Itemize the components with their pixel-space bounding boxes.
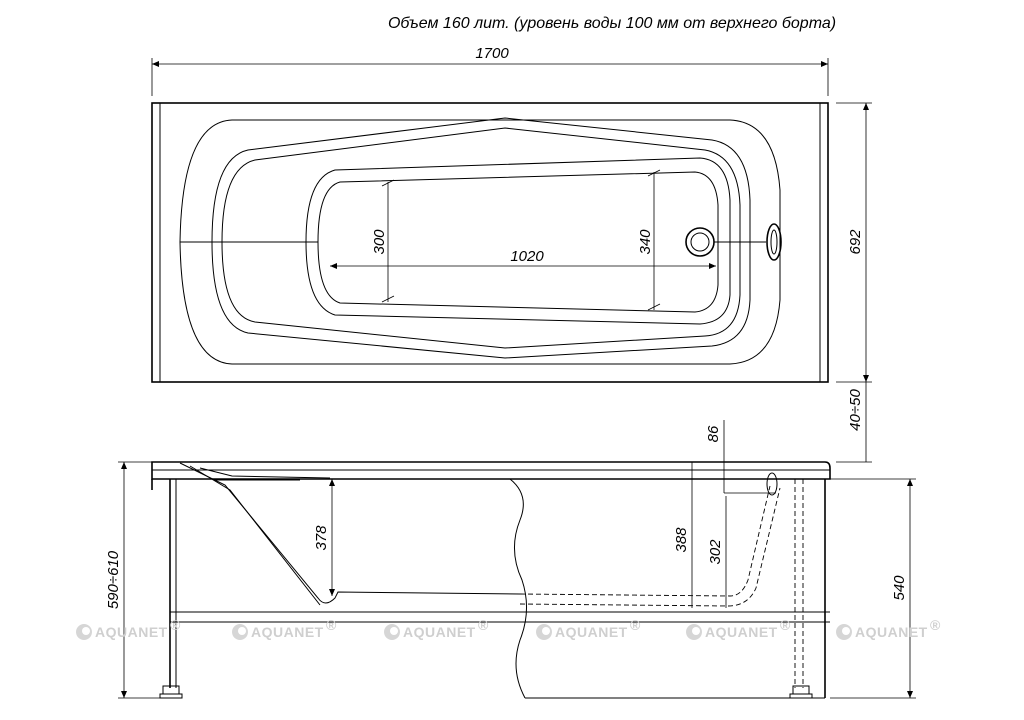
dim-label-692: 692	[847, 229, 864, 255]
watermark-reg: ®	[930, 617, 941, 633]
bowl-outer-edge	[179, 119, 781, 365]
drawing-title: Объем 160 лит. (уровень воды 100 мм от в…	[388, 15, 836, 32]
watermark-text: AQUANET	[855, 624, 928, 640]
dim-label-40-50: 40÷50	[847, 389, 864, 431]
break-line	[509, 478, 527, 699]
watermark-row: AQUANET ® AQUANET ® AQUANET ® AQUANET ® …	[76, 617, 941, 640]
aquanet-drop-icon	[384, 624, 400, 640]
watermark-text: AQUANET	[251, 624, 324, 640]
rim	[151, 461, 831, 480]
watermark-text: AQUANET	[403, 624, 476, 640]
dim-label-590-610: 590÷610	[105, 550, 122, 609]
bowl-inner-shelf	[211, 117, 751, 359]
watermark-reg: ®	[780, 617, 791, 633]
bowl-bottom-tray	[305, 157, 731, 325]
aquanet-drop-icon	[76, 624, 92, 640]
dim-label-1020: 1020	[510, 248, 544, 265]
dim-label-1700: 1700	[475, 45, 509, 62]
aquanet-drop-icon	[836, 624, 852, 640]
watermark-text: AQUANET	[705, 624, 778, 640]
overflow-side-icon	[766, 472, 778, 496]
aquanet-drop-icon	[232, 624, 248, 640]
dim-label-86: 86	[705, 425, 722, 442]
watermark-reg: ®	[170, 617, 181, 633]
side-view	[151, 461, 831, 699]
aquanet-drop-icon	[536, 624, 552, 640]
watermark-text: AQUANET	[555, 624, 628, 640]
dim-label-300: 300	[371, 229, 388, 255]
top-view-outline	[151, 102, 829, 383]
dim-label-540: 540	[891, 575, 908, 601]
dim-label-302: 302	[707, 539, 724, 565]
dim-label-388: 388	[673, 527, 690, 553]
watermark-text: AQUANET	[95, 624, 168, 640]
dim-label-378: 378	[313, 525, 330, 551]
bowl-profile	[179, 462, 521, 604]
dim-label-340: 340	[637, 229, 654, 255]
watermark-reg: ®	[630, 617, 641, 633]
drain-icon	[685, 227, 715, 257]
aquanet-drop-icon	[686, 624, 702, 640]
overflow-icon	[766, 223, 782, 261]
watermark-reg: ®	[326, 617, 337, 633]
watermark-reg: ®	[478, 617, 489, 633]
top-view: 1020 300 340	[151, 102, 829, 383]
